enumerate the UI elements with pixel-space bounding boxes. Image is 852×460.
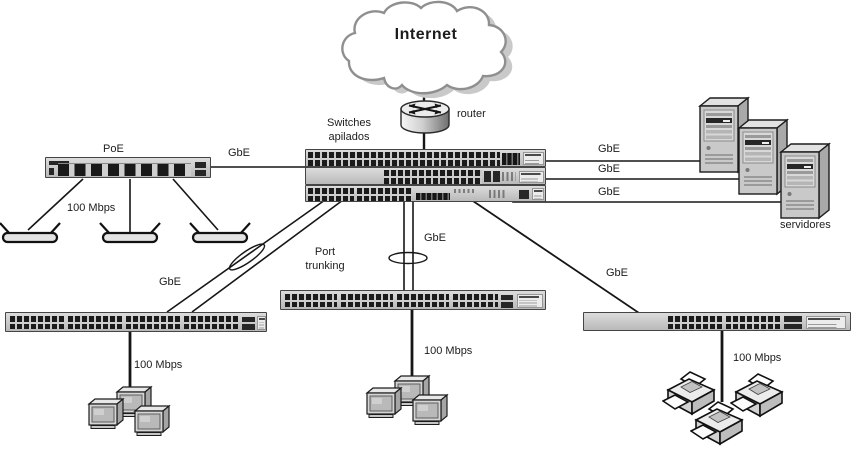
internet-label: Internet — [394, 26, 458, 43]
port-block — [10, 316, 64, 329]
uplink-port — [195, 169, 206, 176]
status-leds — [502, 172, 516, 181]
port-block — [453, 294, 498, 307]
uplink-module — [784, 323, 802, 329]
port-block — [308, 188, 354, 201]
poe-port-row — [58, 163, 191, 176]
printer-1 — [662, 371, 715, 415]
router-device — [400, 100, 450, 134]
server-3 — [780, 143, 830, 219]
uplink-module — [519, 190, 529, 199]
gbe-label-server1: GbE — [598, 143, 621, 155]
workstation-mid-2 — [412, 394, 448, 426]
connection-lines — [27, 88, 785, 402]
gbe-label-poe: GbE — [228, 147, 251, 159]
port-block — [357, 188, 412, 201]
brand-label — [519, 170, 544, 183]
uplink-module — [484, 171, 491, 182]
edge-switch-middle — [280, 290, 546, 310]
uplink-module — [501, 302, 513, 308]
workstation-left-2 — [134, 405, 170, 437]
stack-switch-unit-1 — [305, 149, 546, 167]
fast-ethernet-label-poe: 100 Mbps — [67, 202, 116, 214]
workstation-mid-1 — [366, 387, 402, 419]
stack-switch-unit-2 — [305, 167, 546, 185]
uplink-module — [242, 324, 255, 330]
uplink-module — [501, 294, 513, 300]
trunk-ellipse-left — [228, 243, 266, 271]
workstation-left-1 — [88, 398, 124, 430]
edge-switch-left — [5, 312, 267, 332]
access-point-3 — [188, 221, 252, 244]
gbe-label-server3: GbE — [598, 186, 621, 198]
fast-ethernet-label-left: 100 Mbps — [134, 359, 183, 371]
port-block — [308, 152, 500, 166]
status-leds — [454, 189, 474, 193]
gbe-label-right: GbE — [606, 267, 629, 279]
port-block — [384, 170, 482, 184]
uplink-module — [784, 316, 802, 322]
stacked-switches-label: Switches apilados — [326, 117, 372, 143]
trunk-left-line2 — [191, 199, 344, 313]
poe-label: PoE — [103, 143, 124, 155]
status-leds — [489, 190, 505, 198]
printer-2 — [730, 373, 783, 417]
trunk-left-line1 — [166, 199, 326, 313]
port-block — [184, 316, 238, 329]
router-label: router — [457, 108, 486, 120]
uplink-port — [195, 161, 206, 168]
brand-label — [517, 293, 543, 308]
fast-ethernet-label-mid: 100 Mbps — [424, 345, 473, 357]
port-block — [397, 294, 449, 307]
fast-ethernet-label-right: 100 Mbps — [733, 352, 782, 364]
servers-label: servidores — [780, 219, 831, 231]
brand-label — [806, 315, 846, 329]
brand-label — [257, 315, 266, 330]
port-block — [726, 316, 780, 329]
link-poe-ap3 — [172, 178, 219, 231]
trunk-ellipse-mid — [388, 251, 428, 265]
brand-label — [532, 188, 544, 200]
link-poe-ap1 — [27, 178, 84, 231]
brand-label — [523, 152, 544, 165]
gbe-label-trunk-left: GbE — [159, 276, 182, 288]
uplink-module — [502, 153, 520, 165]
gbe-label-trunk-mid: GbE — [424, 232, 447, 244]
port-block — [126, 316, 180, 329]
port-block — [285, 294, 337, 307]
stack-switch-unit-3 — [305, 185, 546, 202]
uplink-module — [242, 316, 255, 322]
uplink-module — [493, 171, 500, 182]
server-2 — [738, 119, 788, 195]
port-block — [668, 316, 722, 329]
edge-switch-right — [583, 312, 851, 331]
port-trunking-label: Port trunking — [305, 246, 345, 272]
port-block — [68, 316, 122, 329]
access-point-1 — [0, 221, 62, 244]
port-block — [341, 294, 393, 307]
link-stack-switch-right-gbe — [469, 198, 640, 314]
internet-cloud — [341, 0, 514, 98]
status-leds — [49, 168, 54, 175]
sfp-module-row — [416, 193, 450, 200]
poe-switch — [45, 157, 211, 178]
gbe-label-server2: GbE — [598, 163, 621, 175]
